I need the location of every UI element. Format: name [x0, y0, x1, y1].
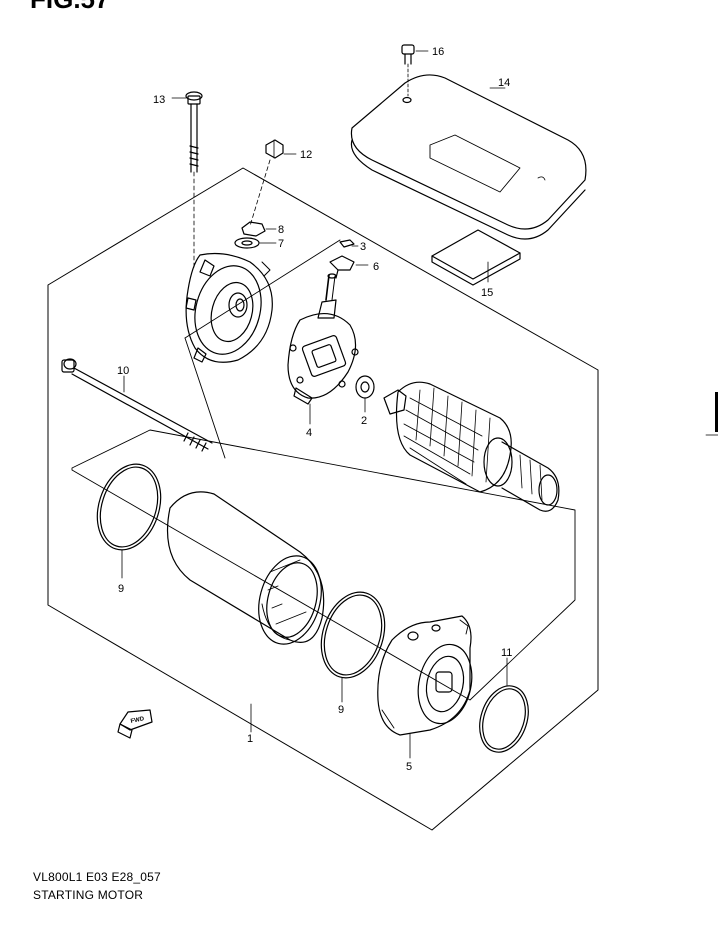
callout-4: 4 — [306, 427, 312, 439]
o-ring-part-9-middle — [320, 591, 386, 679]
callout-2: 2 — [361, 415, 367, 427]
model-code: VL800L1 E03 E28_057 — [33, 870, 161, 884]
washer-part-7 — [234, 237, 260, 249]
assembly-outline — [47, 167, 599, 831]
armature — [383, 381, 560, 512]
inner-bracket-yoke — [71, 429, 576, 701]
fwd-arrow-icon: FWD — [117, 709, 153, 739]
callout-1: 1 — [247, 733, 253, 745]
callout-16: 16 — [432, 46, 444, 58]
callout-3: 3 — [360, 241, 366, 253]
rear-housing — [185, 252, 273, 363]
diagram-title: STARTING MOTOR — [33, 888, 144, 902]
callout-13: 13 — [153, 94, 165, 106]
callout-7: 7 — [278, 238, 284, 250]
callout-labels: 1 2 3 4 5 6 7 8 9 9 10 11 12 13 14 15 16 — [117, 46, 512, 773]
cover-part-14 — [350, 74, 587, 240]
brush-holder-part-4 — [287, 273, 359, 405]
leader-12-ext — [249, 159, 271, 227]
o-ring-part-9-left — [96, 463, 162, 551]
bolt-part-16 — [401, 44, 415, 65]
callout-9-left: 9 — [118, 583, 124, 595]
callout-8: 8 — [278, 224, 284, 236]
fwd-label: FWD — [130, 716, 145, 725]
callout-5: 5 — [406, 761, 412, 773]
o-ring-part-11 — [479, 685, 529, 753]
callout-15: 15 — [481, 287, 493, 299]
washer-part-2 — [355, 375, 375, 399]
inner-bracket-upper — [184, 239, 341, 339]
pad-part-15 — [431, 229, 521, 286]
callout-11: 11 — [501, 647, 512, 659]
front-housing-part-5 — [377, 615, 473, 736]
scan-edge-mark — [715, 392, 718, 432]
inner-bracket-lower — [184, 337, 226, 459]
callout-14: 14 — [498, 77, 510, 89]
figure-label: FIG.57 — [30, 0, 109, 14]
callout-9-middle: 9 — [338, 704, 344, 716]
nut-part-12 — [265, 139, 284, 159]
callout-12: 12 — [300, 149, 312, 161]
bolt-part-13 — [185, 91, 203, 173]
callout-6: 6 — [373, 261, 379, 273]
clip-part-3 — [339, 239, 355, 248]
through-bolt-part-10 — [61, 358, 213, 452]
nut-part-8 — [241, 221, 266, 237]
yoke — [167, 491, 325, 645]
callout-10: 10 — [117, 365, 129, 377]
